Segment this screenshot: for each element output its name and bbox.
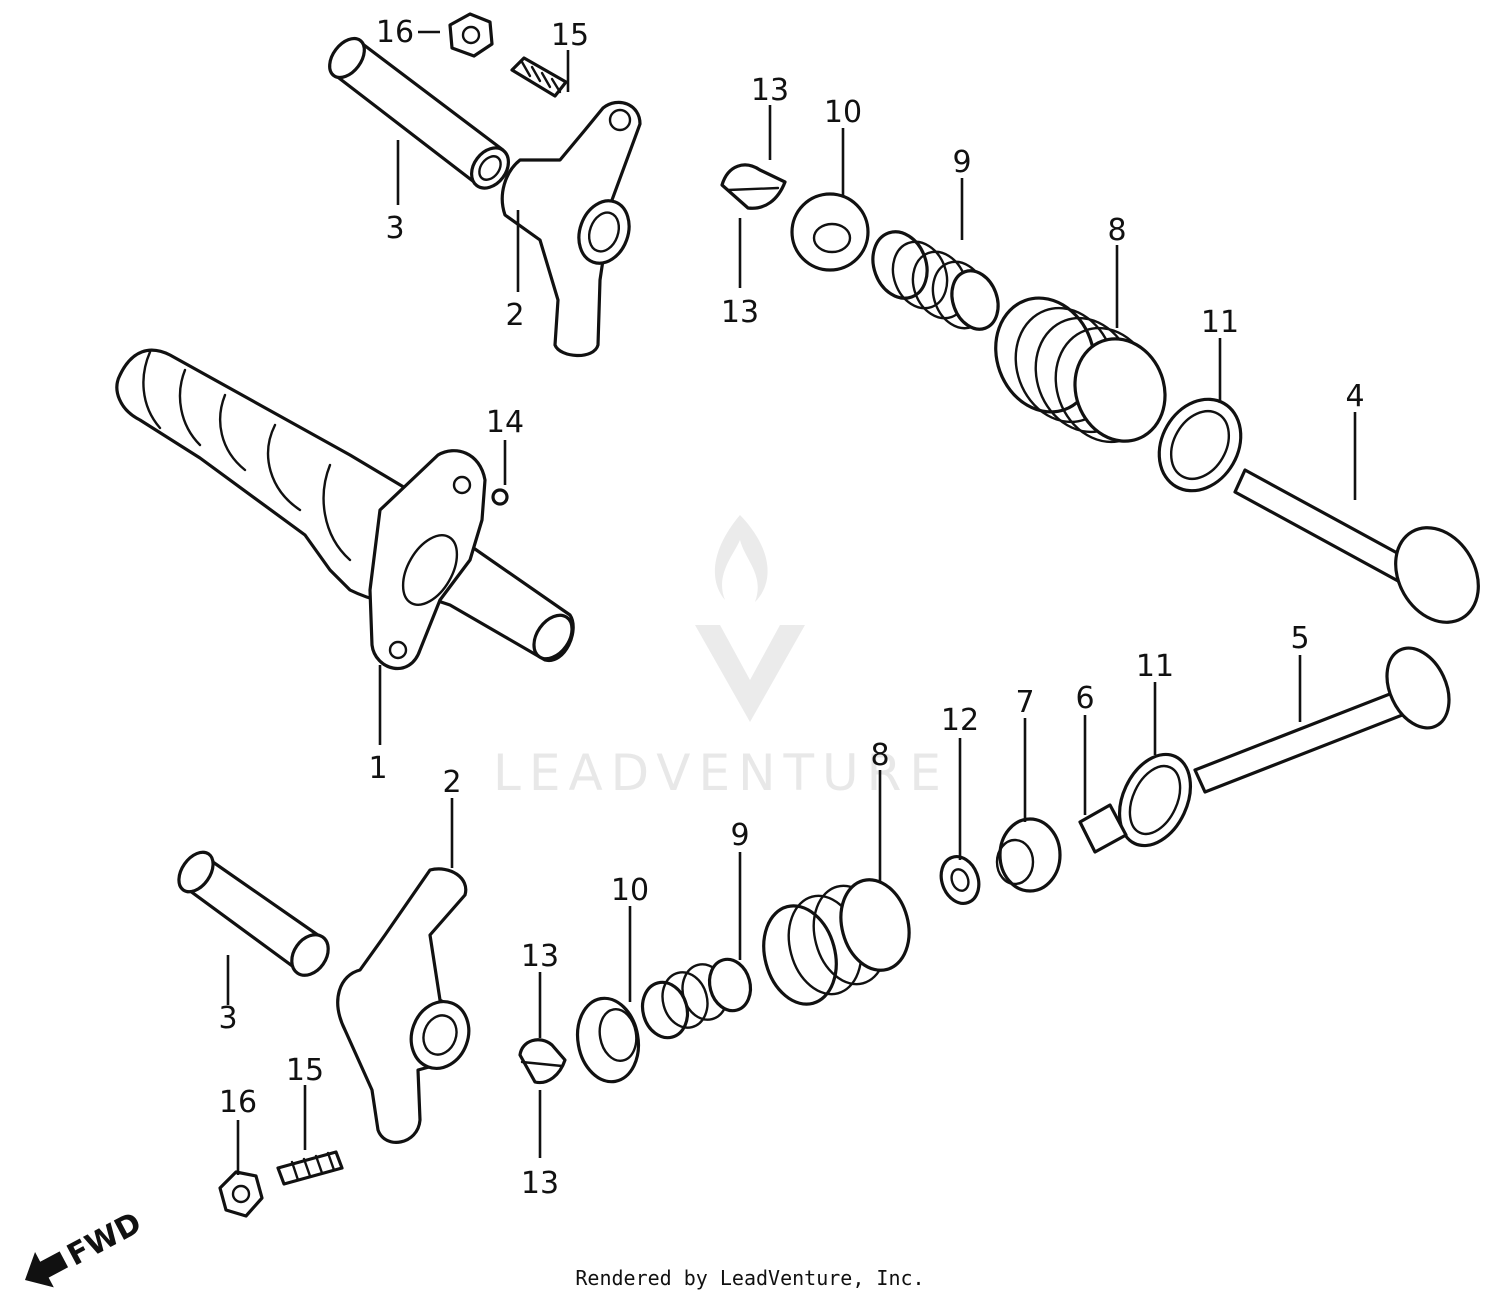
adjusting-screw-upper	[510, 56, 568, 98]
callout-9: 9	[952, 145, 971, 180]
callout-5: 5	[1290, 621, 1309, 656]
callout-8: 8	[1107, 213, 1126, 248]
valve-upper	[1233, 468, 1480, 624]
callout-3: 3	[218, 1001, 237, 1036]
callouts: 16 15 3 2 13 13 10 9 8 11 4 14 1 5 11 6 …	[218, 15, 1364, 1201]
callout-7: 7	[1015, 685, 1034, 720]
watermark-text: LEADVENTURE	[493, 744, 949, 802]
rocker-shaft-upper	[328, 36, 511, 190]
stem-seal-lower	[995, 817, 1062, 893]
seat-washer-lower	[1118, 752, 1192, 848]
callout-12: 12	[941, 703, 979, 738]
nut-upper	[448, 12, 494, 58]
collar-lower	[1078, 803, 1128, 854]
callout-9: 9	[730, 818, 749, 853]
valve-lower	[1193, 646, 1451, 794]
outer-spring-lower	[762, 878, 911, 1006]
outer-spring-upper	[994, 296, 1167, 444]
callout-1: 1	[368, 751, 387, 786]
watermark-logo: LEADVENTURE	[493, 515, 949, 802]
rocker-arm-lower	[336, 867, 471, 1144]
callout-3: 3	[385, 211, 404, 246]
cotter-lower	[518, 1038, 567, 1085]
camshaft	[115, 348, 575, 662]
callout-13: 13	[521, 939, 559, 974]
pin	[491, 488, 509, 506]
leader-lines	[226, 30, 1357, 1175]
callout-13: 13	[521, 1166, 559, 1201]
footer-credit: Rendered by LeadVenture, Inc.	[575, 1266, 925, 1290]
inner-spring-upper	[871, 230, 1000, 331]
inner-spring-lower	[640, 957, 753, 1040]
seat-washer-upper	[1157, 397, 1243, 493]
rocker-arm-upper	[500, 100, 642, 358]
cotter-upper	[720, 163, 787, 210]
callout-13: 13	[751, 73, 789, 108]
callout-4: 4	[1345, 379, 1364, 414]
callout-14: 14	[486, 405, 524, 440]
callout-10: 10	[611, 873, 649, 908]
washer-lower	[939, 855, 981, 905]
retainer-lower	[575, 996, 641, 1084]
rocker-shaft-lower	[177, 850, 330, 977]
callout-11: 11	[1201, 305, 1239, 340]
callout-11: 11	[1136, 649, 1174, 684]
callout-2: 2	[442, 765, 461, 800]
callout-15: 15	[286, 1053, 324, 1088]
callout-2: 2	[505, 298, 524, 333]
callout-10: 10	[824, 95, 862, 130]
forward-arrow-icon	[25, 1251, 69, 1288]
nut-lower	[218, 1170, 264, 1218]
fwd-label: FWD	[62, 1206, 148, 1274]
adjusting-screw-lower	[276, 1150, 344, 1186]
callout-13: 13	[721, 295, 759, 330]
callout-16: 16	[219, 1085, 257, 1120]
callout-6: 6	[1075, 681, 1094, 716]
camshaft-holder	[368, 449, 487, 670]
retainer-upper	[790, 192, 870, 272]
callout-8: 8	[870, 738, 889, 773]
callout-15: 15	[551, 18, 589, 53]
callout-16: 16	[376, 15, 414, 50]
